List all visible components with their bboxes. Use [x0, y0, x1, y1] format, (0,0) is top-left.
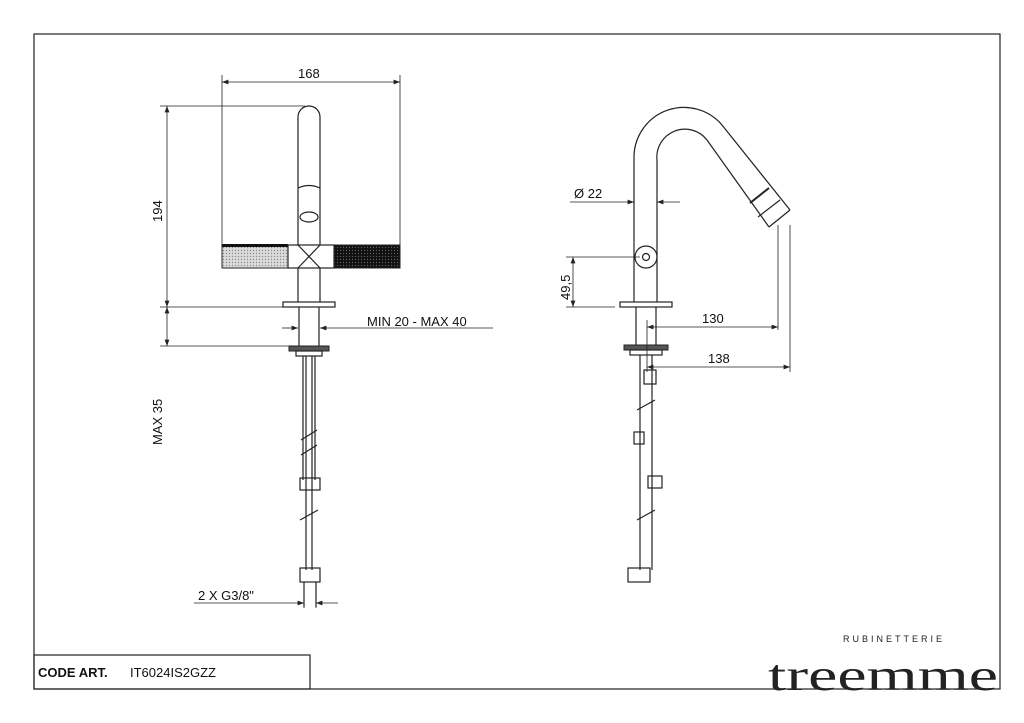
- dim-diameter: Ø 22: [574, 186, 602, 201]
- brand-logo: treemme: [768, 651, 998, 700]
- code-art-value: IT6024IS2GZZ: [130, 665, 216, 680]
- dim-194: 194: [150, 200, 165, 222]
- dim-min-max: MIN 20 - MAX 40: [367, 314, 467, 329]
- code-art-label: CODE ART.: [38, 665, 108, 680]
- brand-subtitle: RUBINETTERIE: [843, 634, 945, 644]
- drawing-frame: [33, 33, 1001, 690]
- dim-130: 130: [702, 311, 724, 326]
- dim-connection: 2 X G3/8": [198, 588, 254, 603]
- front-view: [221, 105, 401, 607]
- dim-max-35: MAX 35: [150, 399, 165, 445]
- side-view: [619, 106, 791, 583]
- dim-138: 138: [708, 351, 730, 366]
- dim-168: 168: [298, 66, 320, 81]
- title-block: [33, 654, 311, 690]
- dim-lever-height: 49,5: [558, 275, 573, 300]
